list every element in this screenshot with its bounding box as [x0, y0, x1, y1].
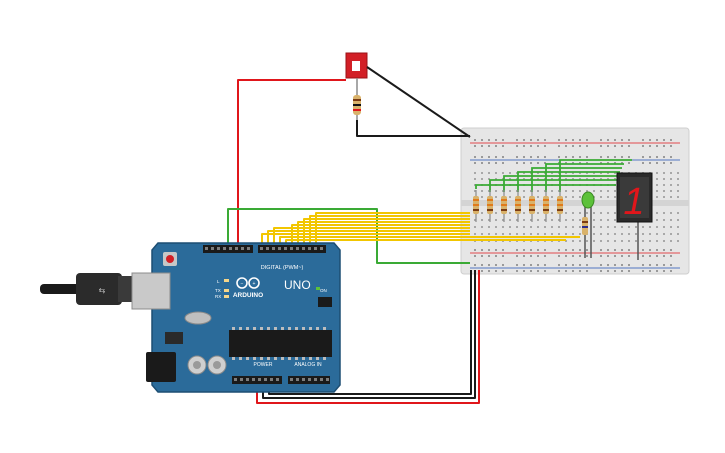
l-led: [224, 279, 229, 282]
slide-switch[interactable]: [345, 52, 368, 79]
segment-resistor: [515, 190, 521, 222]
wire-black-switch-rail: [366, 66, 471, 138]
display-digit: 1: [623, 181, 644, 223]
segment-resistor: [543, 190, 549, 222]
svg-text:−: −: [241, 281, 244, 287]
usb-cable: ⇆: [39, 273, 132, 305]
svg-text:⇆: ⇆: [99, 286, 106, 295]
seven-segment-display: 1: [616, 172, 653, 260]
segment-resistor: [501, 190, 507, 222]
wire-yellow-9: [309, 215, 470, 248]
usb-port: [131, 272, 171, 310]
segment-green-wires: [475, 159, 632, 192]
wire-yellow-10: [315, 212, 470, 248]
atmega-chip: [229, 330, 332, 357]
brand-label: ARDUINO: [233, 292, 263, 299]
power-label: POWER: [254, 362, 273, 368]
segment-resistor: [557, 190, 563, 222]
segment-resistor: [487, 190, 493, 222]
wire-yellow-8: [303, 218, 470, 248]
arduino-uno-board: DIGITAL (PWM~) − + ARDUINO UNO ON L TX R…: [131, 242, 341, 393]
l-label: L: [217, 279, 220, 284]
arduino-logo-icon: − +: [236, 277, 260, 289]
rx-led: [224, 295, 229, 298]
pullup-resistor: [353, 78, 361, 120]
model-label: UNO: [284, 278, 311, 292]
digital-header-1: [203, 245, 253, 253]
on-led: [316, 287, 320, 290]
icsp-header: [318, 297, 332, 307]
led-resistor: [582, 217, 588, 235]
on-label: ON: [320, 288, 327, 293]
wire-black-resistor-rail: [356, 120, 470, 137]
segment-resistor: [473, 190, 479, 222]
svg-text:+: +: [253, 281, 256, 287]
tx-label: TX: [215, 288, 221, 293]
wire-green-pin12: [227, 208, 470, 264]
wire-red-switch: [237, 79, 346, 248]
wire-yellow-6: [291, 224, 470, 248]
digital-label: DIGITAL (PWM~): [261, 265, 304, 271]
power-header: [232, 376, 282, 384]
wire-yellow-3: [273, 227, 470, 248]
voltage-regulator: [165, 332, 183, 344]
tx-led: [224, 289, 229, 292]
rx-label: RX: [215, 294, 221, 299]
breadboard: [460, 127, 690, 275]
wire-yellow-7: [297, 221, 470, 248]
segment-resistor: [529, 190, 535, 222]
crystal-oscillator: [184, 311, 212, 325]
power-jack: [146, 352, 176, 382]
analog-label: ANALOG IN: [294, 362, 322, 368]
segment-resistors: [473, 190, 563, 222]
